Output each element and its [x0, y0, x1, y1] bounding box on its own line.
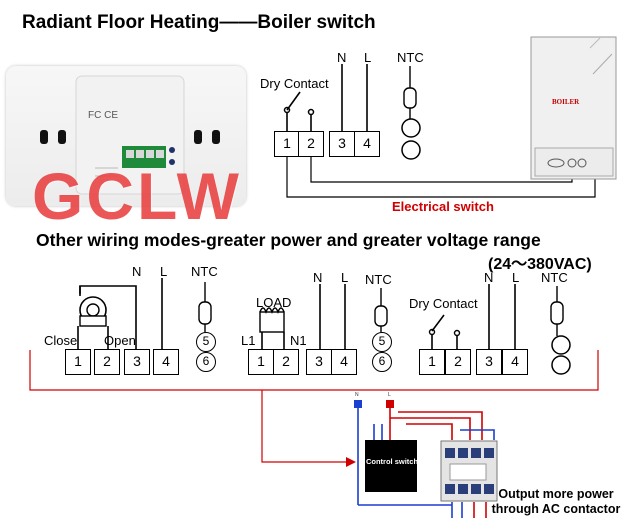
m1-terminal-3: 3 [124, 349, 150, 375]
title-right: Boiler switch [257, 12, 376, 33]
m1-terminal-4: 4 [153, 349, 179, 375]
top-terminal-2: 2 [298, 131, 324, 157]
diagram-title: Radiant Floor Heating——Boiler switch [22, 12, 376, 34]
m2-n1-label: N1 [290, 333, 307, 348]
contactor-n-label: N [355, 392, 359, 398]
control-switch-box [365, 440, 417, 492]
voltage-range: (24～380VAC) [488, 256, 592, 273]
m1-open-label: Open [104, 333, 136, 348]
m2-ntc-pin-5: 5 [372, 332, 392, 352]
m2-terminal-4: 4 [331, 349, 357, 375]
m1-ntc-label: NTC [191, 264, 218, 279]
m2-terminal-1: 1 [248, 349, 274, 375]
m3-terminal-4: 4 [502, 349, 528, 375]
m1-ntc-pin-6: 6 [196, 352, 216, 372]
m1-terminal-1: 1 [65, 349, 91, 375]
m3-dry-contact-label: Dry Contact [409, 296, 478, 311]
m2-n-label: N [313, 270, 323, 285]
top-l-label: L [364, 50, 372, 65]
control-switch-label: Control switch [365, 457, 419, 466]
m3-l-label: L [512, 270, 520, 285]
m3-terminal-2: 2 [445, 349, 471, 375]
m3-terminal-3: 3 [476, 349, 502, 375]
m2-l1-label: L1 [241, 333, 256, 348]
m2-terminal-2: 2 [273, 349, 299, 375]
top-ntc-label: NTC [397, 50, 424, 65]
m1-n-label: N [132, 264, 142, 279]
boiler-label: BOILER [552, 98, 580, 106]
m1-l-label: L [160, 264, 168, 279]
output-label: Output more power through AC contactor [491, 487, 621, 516]
m2-ntc-label: NTC [365, 272, 392, 287]
electrical-switch-label: Electrical switch [392, 199, 494, 214]
dry-contact-label: Dry Contact [260, 76, 329, 91]
subtitle: Other wiring modes-greater power and gre… [36, 230, 541, 250]
m1-ntc-pin-5: 5 [196, 332, 216, 352]
m3-terminal-1: 1 [419, 349, 445, 375]
m2-terminal-3: 3 [306, 349, 332, 375]
title-left: Radiant Floor Heating [22, 12, 220, 33]
top-terminal-4: 4 [354, 131, 380, 157]
m2-l-label: L [341, 270, 349, 285]
m3-n-label: N [484, 270, 494, 285]
m1-terminal-2: 2 [94, 349, 120, 375]
contactor-l-label: L [388, 392, 391, 398]
m2-ntc-pin-6: 6 [372, 352, 392, 372]
title-dash: —— [219, 12, 258, 33]
svg-text:FC CE: FC CE [88, 110, 118, 121]
m3-ntc-label: NTC [541, 270, 568, 285]
top-terminal-3: 3 [329, 131, 355, 157]
m2-load-label: LOAD [256, 295, 292, 310]
top-n-label: N [337, 50, 347, 65]
watermark: GCLW [32, 159, 242, 233]
m1-close-label: Close [44, 333, 78, 348]
